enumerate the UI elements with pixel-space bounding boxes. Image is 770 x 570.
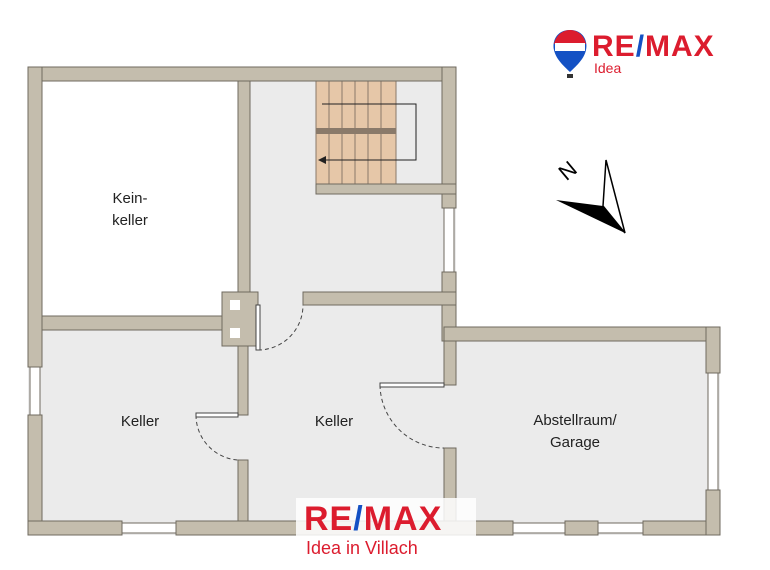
logo-text: RE bbox=[304, 500, 354, 538]
room-label-garage: Abstellraum/ Garage bbox=[520, 410, 630, 454]
logo-slash: / bbox=[353, 500, 364, 538]
room-label-line: Kein- bbox=[112, 190, 148, 207]
floor-garage bbox=[444, 327, 720, 535]
logo-subtitle: Idea in Villach bbox=[306, 538, 418, 558]
windows bbox=[29, 207, 719, 534]
room-label-kein-keller: Kein- keller bbox=[90, 188, 170, 232]
remax-logo-bottom: RE/MAX Idea in Villach bbox=[296, 498, 476, 560]
logo-slash: / bbox=[635, 30, 646, 63]
balloon-icon bbox=[553, 30, 587, 78]
logo-subtitle: Idea bbox=[594, 60, 622, 76]
logo-text: MAX bbox=[645, 30, 715, 63]
room-label-line: Garage bbox=[549, 434, 601, 451]
compass-icon bbox=[556, 159, 626, 234]
room-label-line: keller bbox=[112, 212, 148, 229]
remax-logo-top: RE/MAX Idea bbox=[552, 28, 732, 80]
room-label-keller-middle: Keller bbox=[314, 413, 354, 430]
room-label-keller-left: Keller bbox=[120, 413, 160, 430]
logo-text: RE bbox=[592, 30, 636, 63]
room-label-line: Abstellraum/ bbox=[533, 412, 617, 429]
floor-kein-keller bbox=[42, 81, 238, 316]
walls bbox=[27, 66, 721, 536]
staircase bbox=[315, 80, 417, 185]
logo-text: MAX bbox=[363, 500, 443, 538]
